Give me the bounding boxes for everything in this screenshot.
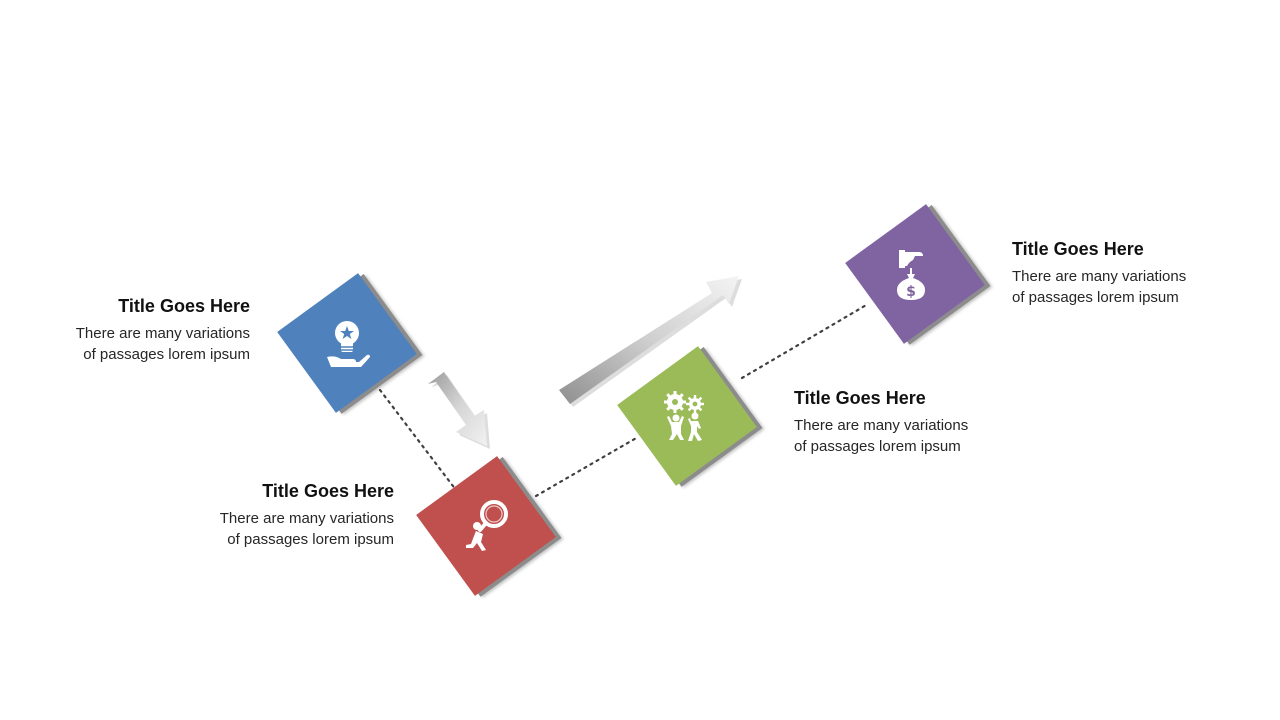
hand-money-bag-icon: $	[885, 244, 945, 304]
step-3-description-line-1: There are many variations	[794, 417, 969, 434]
step-1-caption: Title Goes Here There are many variation…	[30, 295, 250, 365]
step-2-description-line-1: There are many variations	[219, 510, 394, 527]
arrow-up	[559, 276, 742, 407]
step-1-description-line-1: There are many variations	[75, 325, 250, 342]
step-3-title: Title Goes Here	[794, 388, 926, 408]
step-1-description-line-2: of passages lorem ipsum	[83, 346, 250, 363]
person-with-magnifier-icon	[456, 496, 516, 556]
lightbulb-in-hand-icon	[317, 313, 377, 373]
step-1-title: Title Goes Here	[118, 296, 250, 316]
step-2-title: Title Goes Here	[262, 481, 394, 501]
step-1-tile	[277, 273, 417, 413]
step-4-title: Title Goes Here	[1012, 239, 1144, 259]
step-4-description-line-2: of passages lorem ipsum	[1012, 289, 1179, 306]
connector-line-3-4	[740, 302, 870, 380]
step-3-description-line-2: of passages lorem ipsum	[794, 438, 961, 455]
step-2-tile	[416, 456, 556, 596]
step-4-description-line-1: There are many variations	[1012, 268, 1187, 285]
step-4-tile: $	[845, 204, 985, 344]
arrow-down	[428, 372, 490, 449]
svg-text:$: $	[906, 284, 916, 300]
connector-line-1-2	[378, 388, 458, 492]
step-2-description-line-2: of passages lorem ipsum	[227, 531, 394, 548]
step-2-caption: Title Goes Here There are many variation…	[174, 480, 394, 550]
connector-line-2-3	[534, 435, 640, 498]
step-3-tile	[617, 346, 757, 486]
step-4-caption: Title Goes Here There are many variation…	[1012, 238, 1232, 308]
step-3-caption: Title Goes Here There are many variation…	[794, 387, 1014, 457]
people-with-gears-icon	[657, 386, 717, 446]
